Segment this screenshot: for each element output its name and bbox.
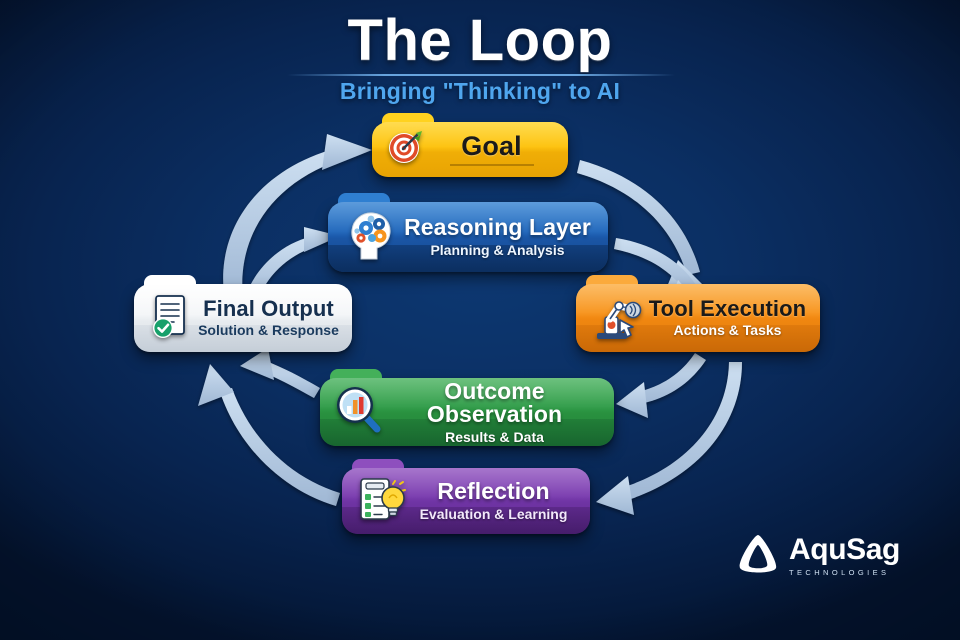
node-title: Reasoning Layer [404, 213, 591, 240]
arrow-reflection-to-final-head [198, 364, 234, 406]
node-title: Final Output [203, 295, 334, 321]
arrow-final-to-goal-head [322, 134, 372, 170]
node-text-block: Reasoning Layer Planning & Analysis [397, 213, 608, 259]
magnifier-bar-chart-icon [333, 384, 385, 441]
arrow-outcome-to-final [262, 361, 320, 398]
title-divider [287, 74, 675, 76]
node-tool-execution[interactable]: Tool Execution Actions & Tasks [576, 275, 820, 352]
node-title: Reflection [437, 478, 550, 505]
page-title: The Loop [347, 8, 613, 73]
goal-underline [449, 163, 534, 166]
arrow-tool-to-outcome-head [616, 382, 648, 418]
arrow-goal-to-tool [577, 160, 700, 275]
node-title: Outcome Observation [426, 378, 563, 428]
arrow-final-to-reasoning-head [304, 227, 340, 252]
node-title: Tool Execution [648, 295, 807, 321]
node-text-block: Tool Execution Actions & Tasks [645, 295, 820, 339]
node-subtitle: Results & Data [445, 428, 544, 445]
brand-logo: AquSag TECHNOLOGIES [735, 528, 910, 584]
arrow-outcome-to-final-head [240, 348, 274, 380]
logo-tagline: TECHNOLOGIES [789, 568, 890, 577]
node-text-block: Reflection Evaluation & Learning [407, 478, 590, 522]
node-final-output[interactable]: Final Output Solution & Response [134, 275, 352, 352]
arrow-tool-to-outcome [638, 353, 706, 404]
node-outcome-observation[interactable]: Outcome Observation Results & Data [320, 369, 614, 446]
node-goal[interactable]: Goal [372, 113, 568, 177]
target-dartboard-icon [385, 127, 425, 172]
document-check-icon [147, 291, 195, 346]
node-subtitle: Actions & Tasks [673, 322, 782, 339]
node-reflection[interactable]: Reflection Evaluation & Learning [342, 459, 590, 534]
head-with-gears-icon [341, 207, 397, 268]
arrow-tool-to-reflection-head [596, 476, 634, 515]
node-subtitle: Planning & Analysis [430, 242, 565, 259]
logo-wordmark: AquSag [789, 533, 900, 566]
clipboard-lightbulb-icon [355, 473, 407, 530]
arrow-tool-to-reflection [624, 362, 742, 500]
aqusag-triangle-icon [735, 532, 781, 581]
node-reasoning-layer[interactable]: Reasoning Layer Planning & Analysis [328, 193, 608, 272]
page-subtitle: Bringing "Thinking" to AI [339, 78, 621, 104]
node-text-block: Goal [425, 133, 568, 166]
arrow-reflection-to-final [220, 388, 340, 506]
node-title: Goal [461, 131, 522, 162]
robot-arm-cursor-icon [589, 289, 645, 348]
node-text-block: Final Output Solution & Response [195, 295, 352, 339]
node-subtitle: Solution & Response [198, 322, 339, 339]
arrow-reasoning-to-tool [614, 238, 698, 294]
logo-text: AquSag TECHNOLOGIES [789, 533, 900, 578]
arrow-final-to-goal [223, 150, 332, 300]
node-subtitle: Evaluation & Learning [419, 505, 568, 522]
node-text-block: Outcome Observation Results & Data [385, 378, 614, 445]
